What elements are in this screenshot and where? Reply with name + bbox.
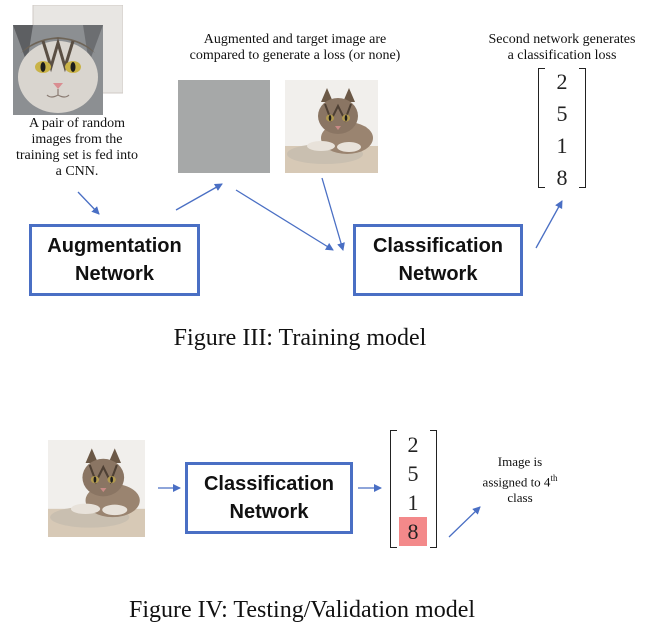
augmentation-box-line-1: Augmentation xyxy=(47,235,182,257)
classification-box-line-1: Classification xyxy=(372,235,504,257)
note-pair-line-3: training set is fed into xyxy=(15,148,139,163)
train-output-vector: 2 5 1 8 xyxy=(549,66,575,194)
classification-box-line-2: Network xyxy=(398,263,478,285)
note-assigned-line-3: class xyxy=(507,490,533,506)
note-compare-line-1: Augmented and target image are xyxy=(203,32,387,47)
note-pair-line-4: a CNN. xyxy=(55,164,99,179)
arrow-cat-to-classification xyxy=(321,177,345,251)
arrow-note-to-augmentation xyxy=(77,191,100,215)
test-cat-photo xyxy=(48,440,145,537)
arrow-augmentation-to-gray xyxy=(175,183,223,211)
test-vector-right-bracket xyxy=(430,430,437,548)
test-vector-value: 1 xyxy=(407,490,419,515)
note-pair: A pair of random images from the trainin… xyxy=(2,116,152,180)
cat-face-photo xyxy=(13,5,123,115)
train-vector-value: 5 xyxy=(556,101,568,126)
train-vector-value: 8 xyxy=(556,165,568,190)
note-compare: Augmented and target image are compared … xyxy=(150,32,440,64)
arrow-gray-to-classification xyxy=(235,189,334,251)
test-classification-network-box: Classification Network xyxy=(185,462,353,534)
train-vector-value: 1 xyxy=(556,133,568,158)
note-assigned: Image is assigned to 4th class xyxy=(465,454,575,506)
classification-network-box: Classification Network xyxy=(353,224,523,296)
note-second: Second network generates a classificatio… xyxy=(462,32,652,64)
note-assigned-line-2: assigned to 4th xyxy=(465,470,575,490)
figure-iii-caption: Figure III: Training model xyxy=(173,325,427,351)
note-assigned-line-1: Image is xyxy=(497,454,543,469)
note-assigned-text: assigned to 4 xyxy=(482,474,551,490)
test-classification-box-line-1: Classification xyxy=(203,473,335,495)
figure-iv-caption: Figure IV: Testing/Validation model xyxy=(128,597,476,623)
note-second-line-2: a classification loss xyxy=(507,48,617,63)
note-assigned-superscript: th xyxy=(550,473,558,483)
arrow-vector-to-assigned xyxy=(448,506,481,538)
test-vector-left-bracket xyxy=(390,430,397,548)
train-vector-value: 2 xyxy=(556,69,568,94)
note-second-line-1: Second network generates xyxy=(488,32,636,47)
cat-lying-photo xyxy=(285,80,378,173)
test-classification-box-line-2: Network xyxy=(229,501,309,523)
test-vector-highlighted-value: 8 xyxy=(399,517,427,546)
train-vector-left-bracket xyxy=(538,68,545,188)
gray-placeholder-image xyxy=(178,80,270,173)
augmentation-network-box: Augmentation Network xyxy=(29,224,200,296)
train-vector-right-bracket xyxy=(579,68,586,188)
note-pair-line-2: images from the xyxy=(31,132,123,147)
arrow-classification-to-vector xyxy=(535,200,563,249)
augmentation-box-line-2: Network xyxy=(75,263,154,285)
test-output-vector: 2 5 1 8 xyxy=(399,430,427,546)
note-pair-line-1: A pair of random xyxy=(28,116,126,131)
test-vector-value: 2 xyxy=(407,432,419,457)
note-compare-line-2: compared to generate a loss (or none) xyxy=(189,48,401,63)
test-vector-value: 5 xyxy=(407,461,419,486)
